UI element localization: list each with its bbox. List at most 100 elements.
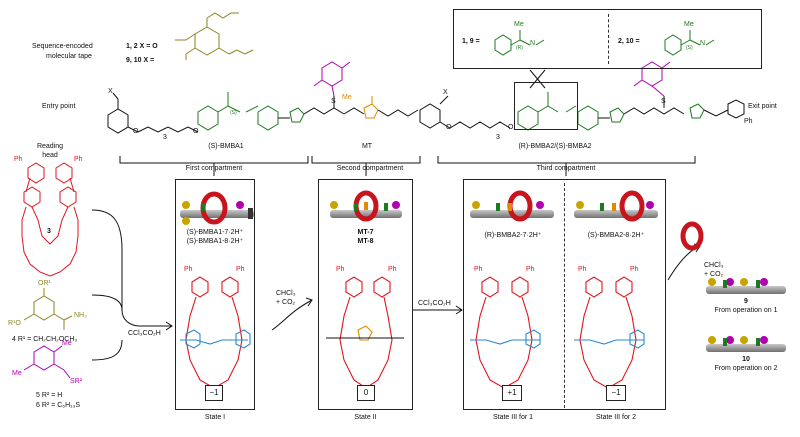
- state-3a-ph-right: Ph: [526, 266, 535, 273]
- sequence-label-line2: molecular tape: [46, 53, 92, 60]
- compound-4-or1: OR¹: [38, 280, 51, 287]
- state-3a-caption: State III for 1: [492, 414, 534, 421]
- state-3a-line1: (R)-BMBA2-7·2H⁺: [484, 232, 542, 239]
- state-3b-line1: (S)-BMBA2-8·2H⁺: [587, 232, 645, 239]
- inset-me-left: Me: [514, 21, 524, 28]
- state-1-ph-left: Ph: [184, 266, 193, 273]
- state-3b-ph-right: Ph: [630, 266, 639, 273]
- compound-5-me-left: Me: [12, 370, 22, 377]
- mt-label: MT: [361, 143, 373, 150]
- state-1-line2: (S)-BMBA1-8·2H⁺: [186, 238, 244, 245]
- released-ring: [680, 221, 704, 251]
- chcl3-label-2: + CO₂: [276, 299, 296, 306]
- state-1-line1: (S)-BMBA1-7·2H⁺: [186, 229, 244, 236]
- state-1-ph-right: Ph: [236, 266, 245, 273]
- product-9-caption: From operation on 1: [714, 307, 778, 314]
- state-panel-models: [180, 190, 658, 225]
- compound-5-caption: 5 R² = H: [36, 392, 63, 399]
- product-10-caption: From operation on 2: [714, 365, 778, 372]
- tape-subscript-a: 3: [163, 134, 167, 141]
- tape-x-mark-2: X: [443, 89, 448, 96]
- state-3b-ph-left: Ph: [578, 266, 587, 273]
- inset-structures: [494, 30, 715, 56]
- tca-label-left: CCl₃CO₂H: [128, 330, 161, 337]
- compound-3-label: 3: [47, 228, 51, 235]
- tape-benzyl-ph: Ph: [744, 118, 753, 125]
- state-2-line1: MT-7: [357, 229, 374, 236]
- tape-o-3: O: [446, 124, 452, 131]
- state-3b-value-box: −1: [606, 385, 626, 401]
- state-2-caption: State II: [354, 414, 377, 421]
- exit-point-label: Exit point: [748, 103, 777, 110]
- inset-nh-right: N: [700, 40, 706, 47]
- tape-x-mark: X: [108, 88, 113, 95]
- state-3a-ph-left: Ph: [474, 266, 483, 273]
- gold-reagent-structure: [175, 12, 254, 60]
- third-compartment-label: Third compartment: [536, 165, 596, 172]
- second-compartment-label: Second compartment: [336, 165, 404, 172]
- stereochem-inset: [453, 9, 762, 69]
- chcl3-right-2: + CO₂: [704, 271, 724, 278]
- product-10-label: 10: [742, 356, 750, 363]
- inset-divider: [608, 14, 609, 64]
- reading-head-line2: head: [42, 152, 58, 159]
- inset-r-label: (R): [516, 45, 523, 51]
- state-1-value-box: −1: [205, 385, 223, 401]
- tape-o-4: O: [508, 124, 514, 131]
- product-9-label: 9: [744, 298, 748, 305]
- entry-point-label: Entry point: [42, 103, 76, 110]
- tape-o-2: O: [193, 128, 199, 135]
- inset-right-label: 2, 10 =: [618, 38, 640, 45]
- state-3-panel: [463, 179, 666, 410]
- x-hn-definition: 9, 10 X =: [126, 57, 155, 64]
- state-3b-caption: State III for 2: [595, 414, 637, 421]
- reading-head-line1: Reading: [36, 143, 64, 150]
- inset-me-right: Me: [684, 21, 694, 28]
- state-3-divider: [564, 183, 565, 408]
- state-2-ph-left: Ph: [336, 266, 345, 273]
- state-1-panel: [175, 179, 255, 410]
- inset-left-label: 1, 9 =: [462, 38, 480, 45]
- state-2-line2: MT-8: [357, 238, 374, 245]
- bmba1-label: (S)-BMBA1: [208, 143, 244, 150]
- reading-head-ph-right: Ph: [74, 156, 83, 163]
- compound-4-nh2: NH₂: [74, 312, 87, 319]
- compound-4-caption: 4 R¹ = CH₂CH₂OCH₃: [12, 336, 78, 343]
- tape-backbone: [107, 92, 745, 134]
- reading-head-ph-left: Ph: [14, 156, 23, 163]
- compound-5-sr2: SR²: [70, 378, 83, 385]
- state-2-ph-right: Ph: [388, 266, 397, 273]
- chcl3-label-1: CHCl₃: [276, 290, 296, 297]
- state-1-caption: State I: [204, 414, 226, 421]
- state-2-value-box: 0: [357, 385, 375, 401]
- compound-6-caption: 6 R² = C₆H₁₃S: [36, 402, 81, 409]
- chcl3-right-1: CHCl₃: [704, 262, 724, 269]
- compartment-brackets: [119, 156, 696, 176]
- magenta-side-chains: [313, 61, 671, 97]
- reading-head-structure: [21, 162, 79, 277]
- tape-sulfur-1: S: [331, 98, 336, 105]
- inset-s-label: (S): [686, 45, 693, 51]
- bmba2-highlight-box: [514, 82, 578, 130]
- inset-nh-left: N: [530, 40, 536, 47]
- tape-s-label: (S): [230, 110, 237, 116]
- state-2-panel: [318, 179, 413, 410]
- product-tapes: [706, 278, 786, 352]
- tape-o-1: O: [133, 128, 139, 135]
- compound-4-structure: [23, 288, 73, 330]
- inset-connectors: [529, 69, 546, 89]
- state-3a-value-box: +1: [502, 385, 522, 401]
- tape-subscript-b: 3: [496, 134, 500, 141]
- compound-5-me-top: Me: [62, 340, 72, 347]
- tape-me-mt: Me: [342, 94, 352, 101]
- bmba2-label: (R)-BMBA2/(S)-BMBA2: [518, 143, 592, 150]
- compound-5-6-structure: [23, 345, 71, 379]
- tca-label-mid: CCl₃CO₂H: [418, 300, 451, 307]
- compound-4-r1o: R¹O: [8, 320, 21, 327]
- first-compartment-label: First compartment: [185, 165, 243, 172]
- tape-sulfur-2: S: [661, 98, 666, 105]
- sequence-label-line1: Sequence-encoded: [32, 43, 93, 50]
- x-o-definition: 1, 2 X = O: [126, 43, 158, 50]
